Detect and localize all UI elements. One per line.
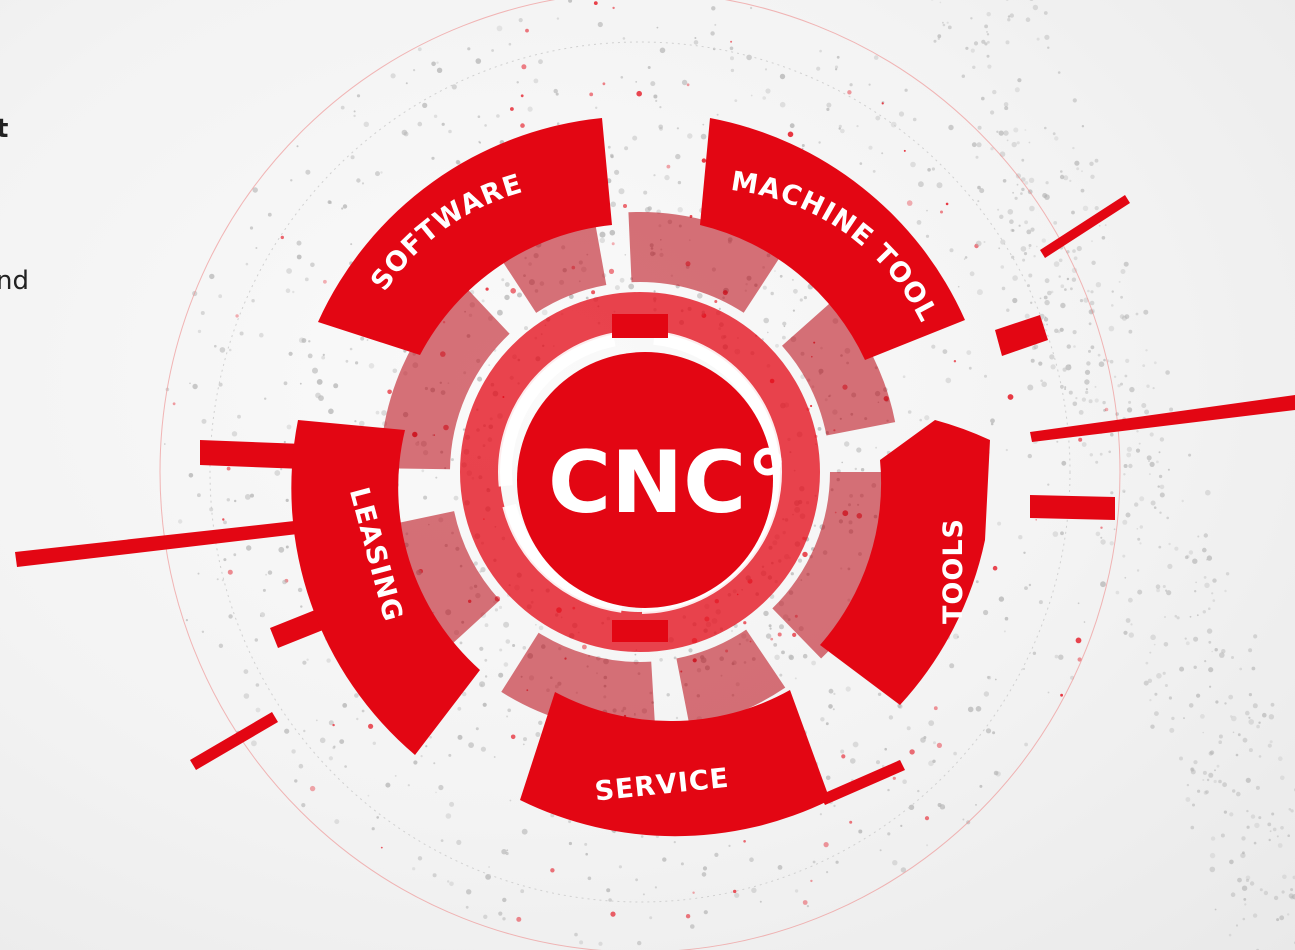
segment-service[interactable]: SERVICE <box>520 690 830 837</box>
partial-heading-text: t <box>0 114 9 144</box>
segment-leasing[interactable]: LEASING <box>291 420 480 755</box>
center-hub[interactable]: CNC° <box>517 314 789 642</box>
center-cnc-label: CNC° <box>548 433 789 533</box>
dotted-guide-ring <box>209 41 1071 903</box>
partial-body-text: nd <box>0 266 29 296</box>
segment-tools[interactable]: TOOLS <box>820 420 990 705</box>
segment-tools-label: TOOLS <box>938 518 969 624</box>
outer-guide-ring <box>159 0 1121 950</box>
